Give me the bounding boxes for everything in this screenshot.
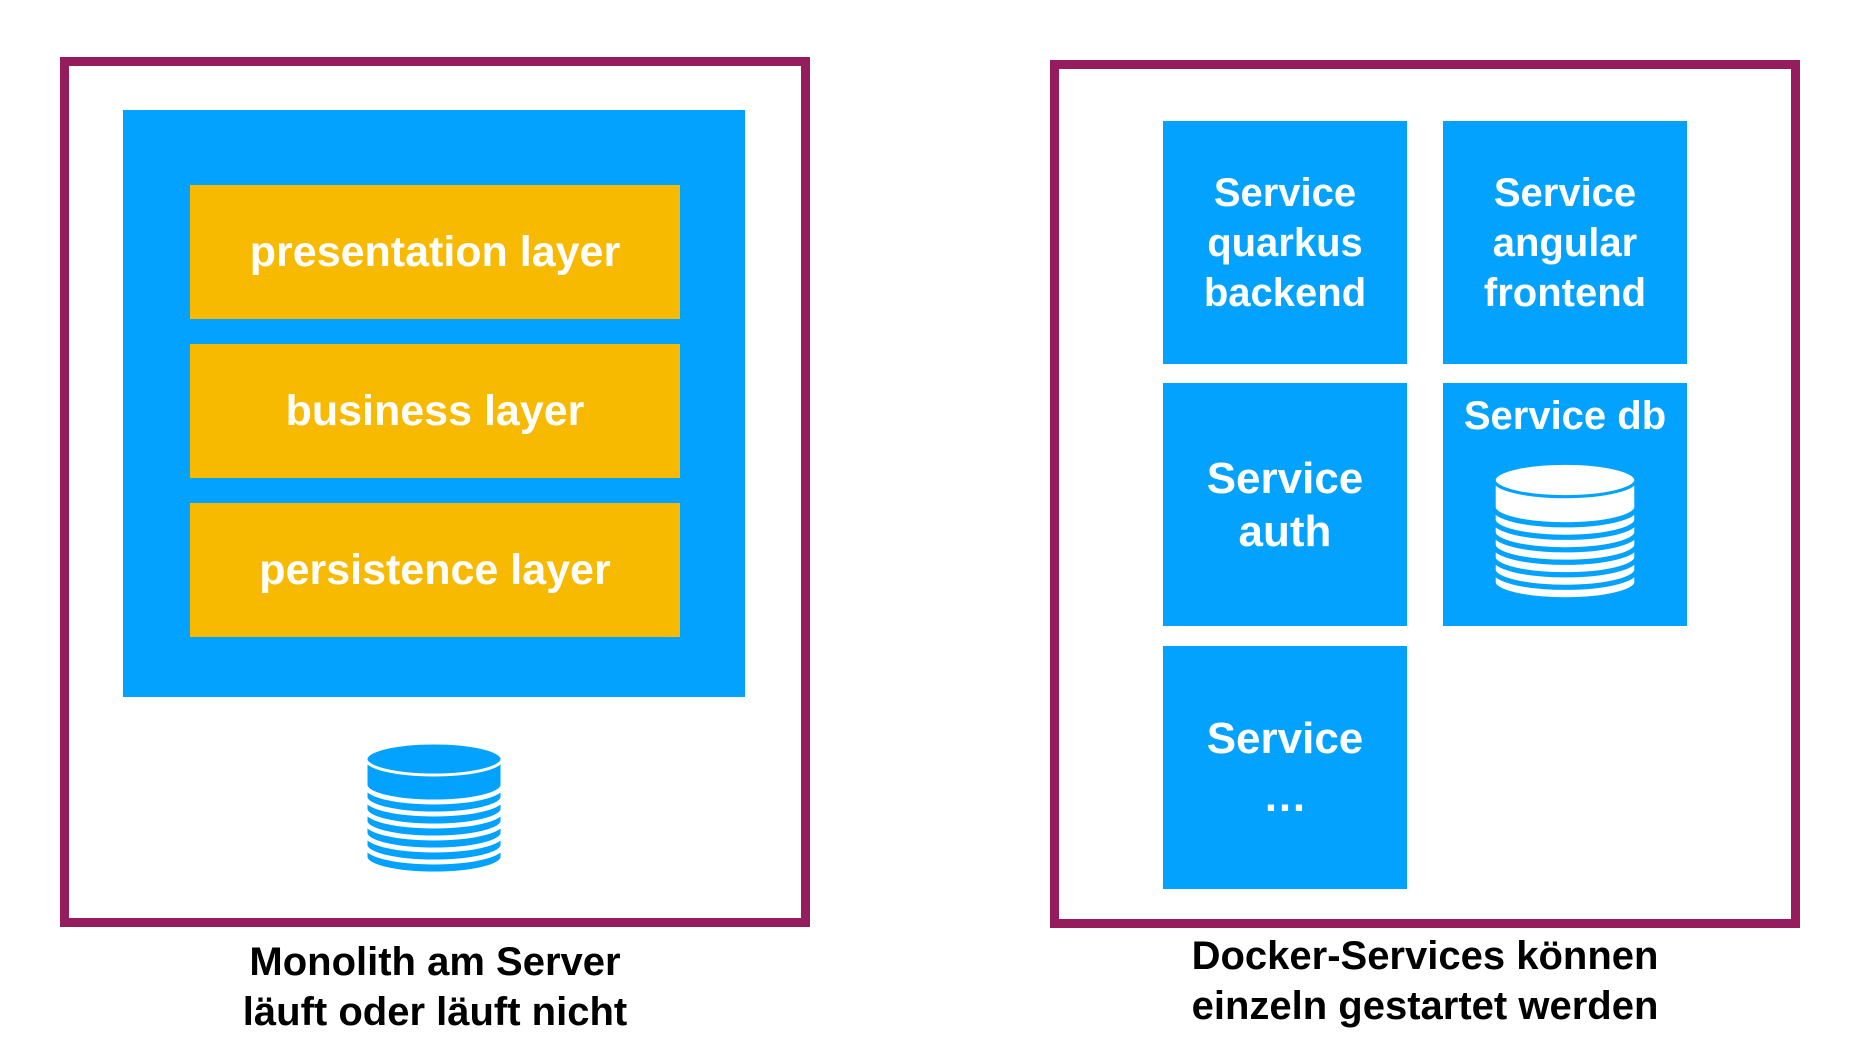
- presentation-layer: presentation layer: [190, 185, 680, 319]
- service-angular-line-1: Service: [1493, 170, 1637, 215]
- service-angular-line-2: angular: [1492, 220, 1638, 265]
- service-quarkus-line-3: backend: [1203, 270, 1367, 315]
- business-layer: business layer: [190, 344, 680, 478]
- service-auth-line-2: auth: [1238, 506, 1332, 556]
- service-quarkus-line-1: Service: [1213, 170, 1357, 215]
- service-auth: Service auth: [1163, 383, 1407, 626]
- service-db-label: Service db: [1463, 394, 1667, 438]
- monolith-caption-line-2: läuft oder läuft nicht: [242, 990, 628, 1034]
- service-angular-line-3: frontend: [1483, 270, 1647, 315]
- service-more-line-2: …: [1262, 771, 1307, 821]
- docker-services-caption: Docker-Services können einzeln gestartet…: [1050, 931, 1800, 1031]
- service-quarkus-backend: Service quarkus backend: [1163, 121, 1407, 364]
- monolith-caption-line-1: Monolith am Server: [249, 940, 621, 984]
- service-auth-line-1: Service: [1206, 453, 1364, 503]
- database-icon: [364, 741, 504, 875]
- service-more-line-1: Service: [1206, 713, 1364, 763]
- monolith-caption: Monolith am Server läuft oder läuft nich…: [60, 937, 810, 1037]
- service-angular-frontend: Service angular frontend: [1443, 121, 1687, 364]
- persistence-layer: persistence layer: [190, 503, 680, 637]
- docker-caption-line-1: Docker-Services können: [1191, 934, 1659, 978]
- service-more: Service …: [1163, 646, 1407, 889]
- service-quarkus-line-2: quarkus: [1207, 220, 1363, 265]
- docker-caption-line-2: einzeln gestartet werden: [1191, 984, 1659, 1028]
- database-icon: [1492, 461, 1638, 601]
